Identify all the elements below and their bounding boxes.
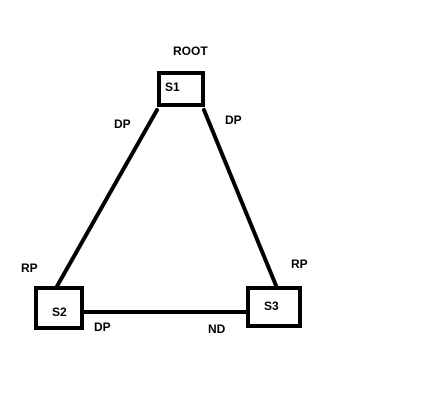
port-label-s3-to-s2: ND [208, 322, 226, 336]
port-label-s1-to-s2: DP [114, 117, 131, 131]
switch-s2: S2 [34, 286, 84, 330]
switch-s2-label: S2 [52, 305, 67, 319]
switch-s3: S3 [246, 286, 302, 328]
root-label: ROOT [173, 44, 208, 58]
switch-s1-label: S1 [165, 80, 180, 94]
port-label-s2-to-s3: DP [94, 320, 111, 334]
switch-s1: S1 [157, 71, 205, 107]
link-s1-s2 [54, 108, 159, 290]
link-s1-s3 [202, 108, 279, 290]
port-label-s2-to-s1: RP [21, 261, 38, 275]
switch-s3-label: S3 [264, 299, 279, 313]
port-label-s1-to-s3: DP [225, 113, 242, 127]
port-label-s3-to-s1: RP [291, 257, 308, 271]
